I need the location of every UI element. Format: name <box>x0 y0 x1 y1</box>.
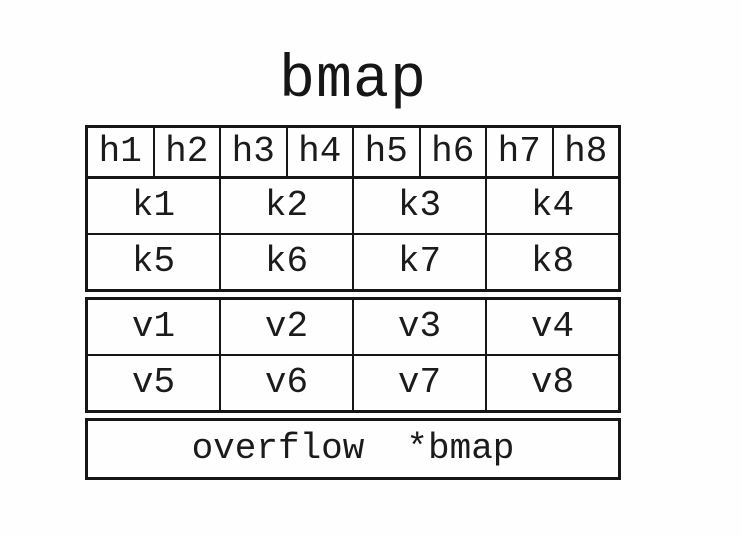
value-cell: v1 <box>131 306 176 347</box>
value-cell: v3 <box>352 300 485 354</box>
bucket-table: h1 h2 h3 h4 h5 h6 h7 h8 k1 k2 k3 k4 k5 k… <box>85 125 621 480</box>
value-cell: v4 <box>485 300 618 354</box>
tophash-block: h1 h2 h3 h4 h5 h6 h7 h8 <box>85 125 621 179</box>
tophash-cell: h4 <box>285 128 353 176</box>
key-cell: k5 <box>131 241 176 282</box>
value-cell: v7 <box>352 356 485 410</box>
overflow-row: overflow *bmap <box>88 421 618 477</box>
diagram-title: bmap <box>278 47 428 115</box>
keys-row-1: k1 k2 k3 k4 <box>88 179 618 233</box>
tophash-row: h1 h2 h3 h4 h5 h6 h7 h8 <box>88 128 618 176</box>
overflow-field-label: overflow <box>191 428 365 469</box>
overflow-block: overflow *bmap <box>85 418 621 480</box>
key-cell: k7 <box>352 235 485 289</box>
values-row-2: v5 v6 v7 v8 <box>88 354 618 410</box>
tophash-cell: h6 <box>418 128 486 176</box>
key-cell: k8 <box>485 235 618 289</box>
values-block: v1 v2 v3 v4 v5 v6 v7 v8 <box>85 297 621 413</box>
tophash-cell: h2 <box>152 128 220 176</box>
value-cell: v5 <box>131 362 176 403</box>
values-row-1: v1 v2 v3 v4 <box>88 300 618 354</box>
key-cell: k1 <box>131 185 176 226</box>
tophash-cell: h8 <box>551 128 619 176</box>
tophash-cell: h1 <box>98 131 142 172</box>
key-cell: k6 <box>219 235 352 289</box>
value-cell: v8 <box>485 356 618 410</box>
value-cell: v2 <box>219 300 352 354</box>
key-cell: k3 <box>352 179 485 233</box>
tophash-cell: h5 <box>352 128 419 176</box>
keys-block: k1 k2 k3 k4 k5 k6 k7 k8 <box>85 176 621 292</box>
overflow-type-label: *bmap <box>406 428 515 469</box>
value-cell: v6 <box>219 356 352 410</box>
keys-row-2: k5 k6 k7 k8 <box>88 233 618 289</box>
tophash-cell: h3 <box>219 128 286 176</box>
key-cell: k2 <box>219 179 352 233</box>
overflow-cell: overflow *bmap <box>88 421 618 477</box>
tophash-cell: h7 <box>485 128 552 176</box>
key-cell: k4 <box>485 179 618 233</box>
